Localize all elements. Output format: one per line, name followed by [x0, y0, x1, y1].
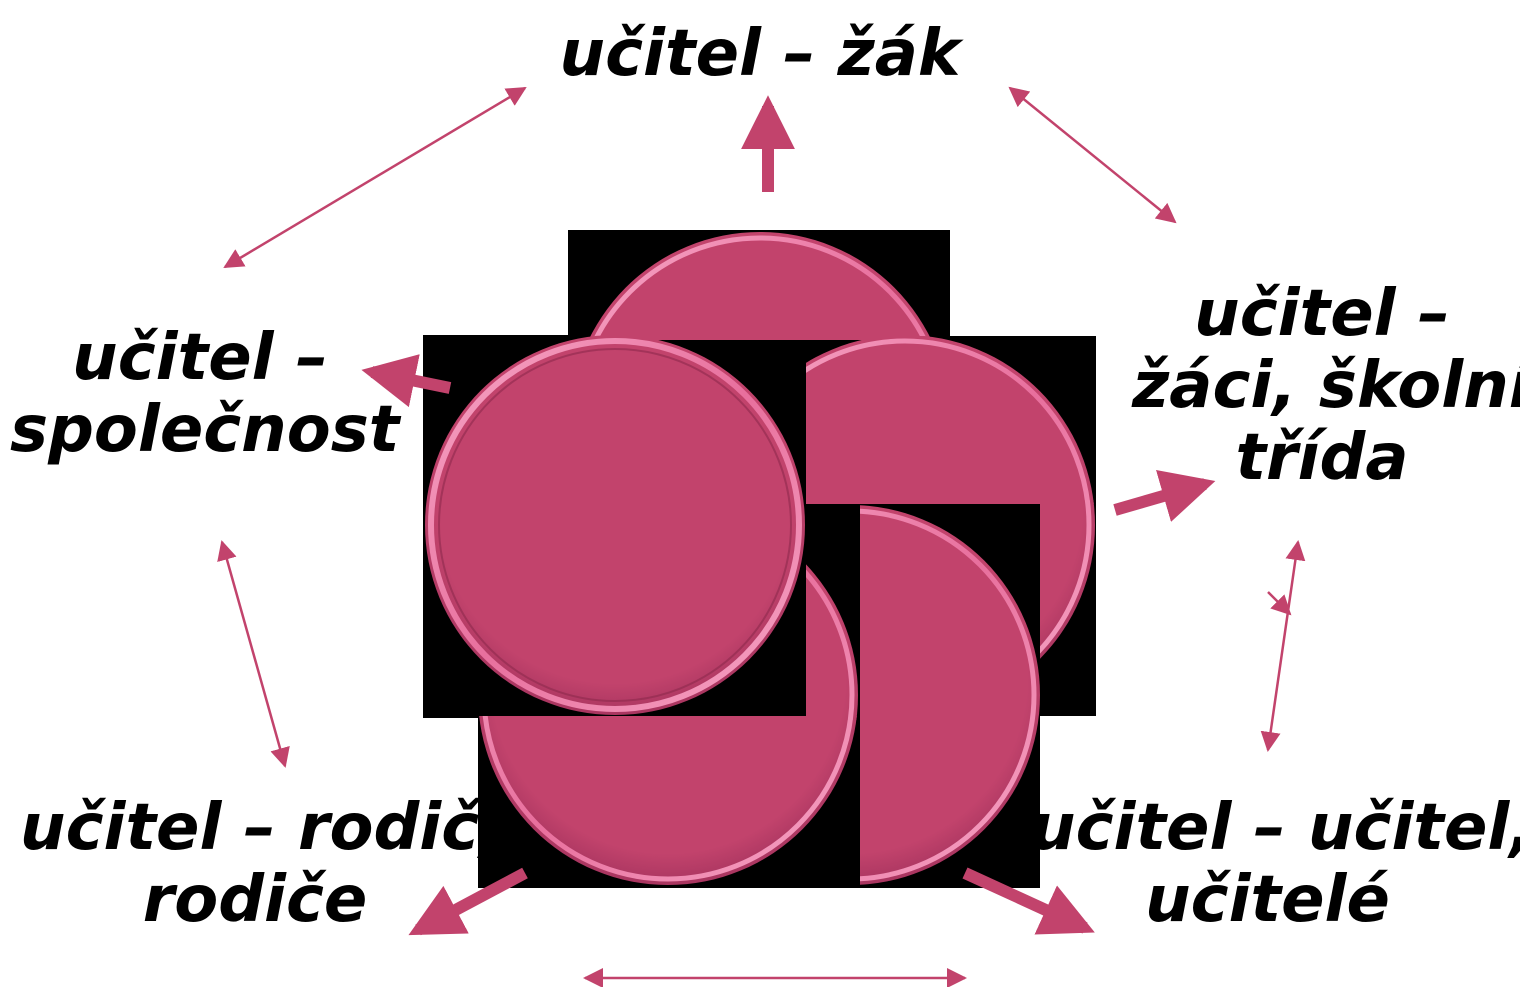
disc-left [425, 335, 805, 715]
connector-right-bottom-right-tick [1267, 591, 1292, 616]
label-teacher-teachers-line-2: učitelé [1145, 863, 1390, 937]
disc-right [806, 336, 1095, 659]
label-teacher-parents-line-2: rodiče [142, 863, 368, 937]
label-teacher-parents-line-1: učitel – rodič, [20, 791, 504, 865]
disc-bottom-right [860, 505, 1040, 885]
label-teacher-student: učitel – žák [540, 18, 980, 90]
disc-bottom-left [479, 564, 858, 885]
label-teacher-teachers: učitel – učitel, učitelé [1030, 791, 1520, 937]
arrow-to-bottom-right [962, 867, 1095, 935]
label-teacher-class-line-1: učitel – [1194, 277, 1450, 351]
arrow-to-right [1113, 470, 1216, 522]
label-teacher-class-line-2: žáci, školní [1132, 349, 1520, 423]
connector-left-top [223, 86, 527, 269]
disc-top [588, 232, 932, 340]
label-teacher-class: učitel – žáci, školní třída [1132, 277, 1520, 495]
label-teacher-society-line-1: učitel – [72, 321, 328, 395]
label-teacher-society: učitel – společnost [10, 321, 400, 467]
label-teacher-teachers-line-1: učitel – učitel, [1030, 791, 1520, 865]
connector-left-bottom-left [217, 540, 290, 768]
label-teacher-society-line-2: společnost [10, 393, 400, 467]
arrow-to-bottom-left [408, 867, 528, 936]
connector-arrows [217, 86, 1306, 987]
connector-right-bottom-right [1260, 540, 1306, 752]
arrow-to-left [361, 354, 452, 408]
connector-top-right [1008, 86, 1177, 224]
label-teacher-parents: učitel – rodič, rodiče [20, 791, 504, 937]
label-teacher-class-line-3: třída [1235, 421, 1409, 495]
label-teacher-student-line-1: učitel – žák [559, 17, 961, 91]
outward-arrows [361, 95, 1216, 936]
